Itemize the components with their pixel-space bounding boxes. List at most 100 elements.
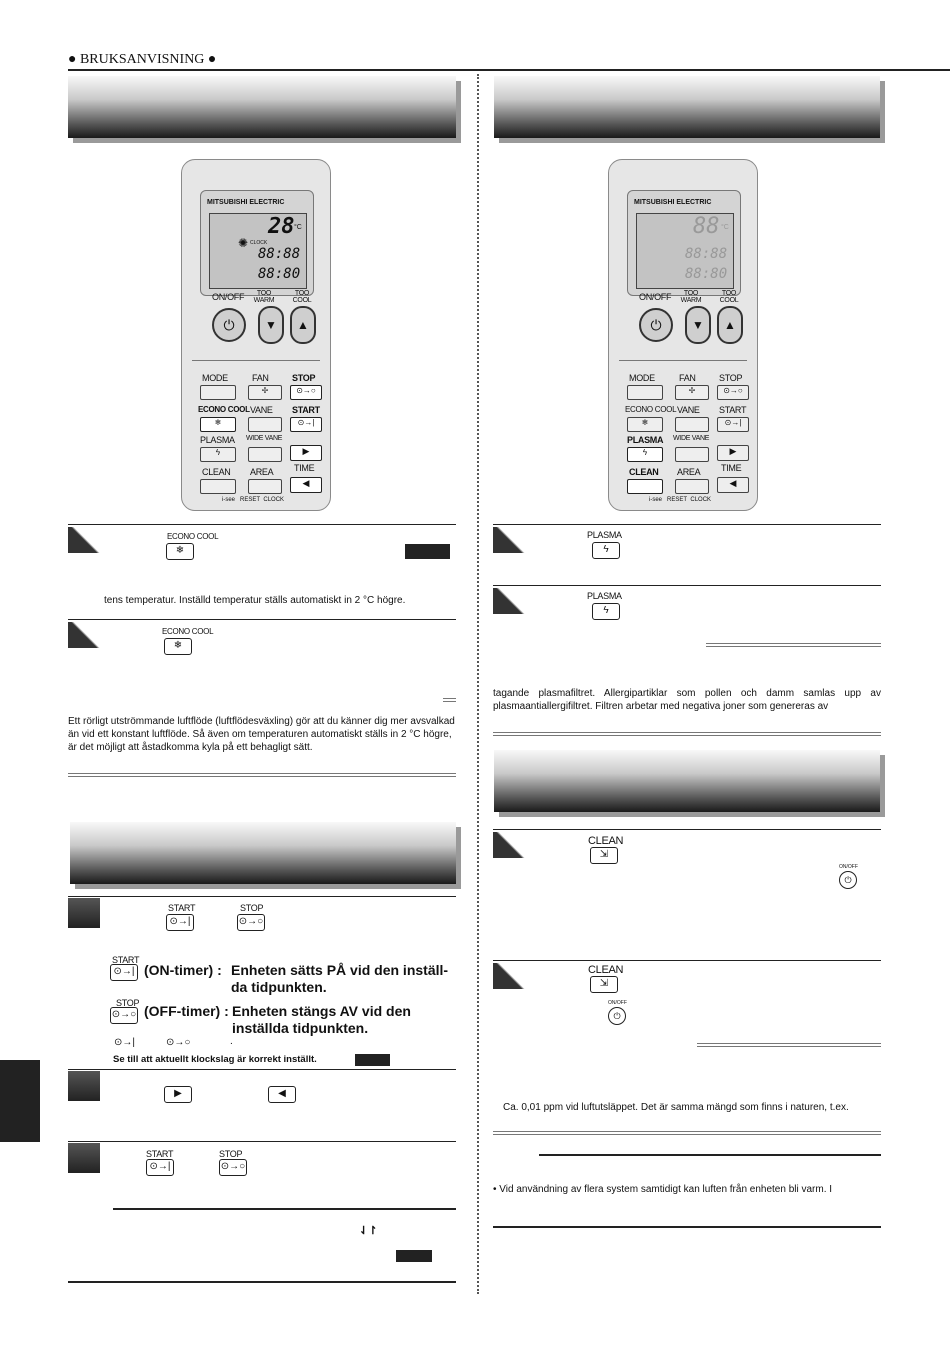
mode-button[interactable] (627, 385, 663, 400)
onoff-button[interactable]: ⏻ (639, 308, 673, 342)
area-button[interactable] (248, 479, 282, 494)
clean-btn-caption-1: CLEAN (588, 835, 624, 847)
clean-btn-icon-1: ⇲ (590, 847, 618, 864)
wide-vane-label: WIDE VANE (673, 435, 710, 442)
header-rule (68, 69, 950, 71)
clock-label: CLOCK (690, 497, 712, 503)
mode-label: MODE (202, 373, 228, 383)
isee-label: i-see (222, 497, 236, 503)
double-rule (697, 1043, 881, 1047)
remote-display-panel: MITSUBISHI ELECTRIC 28 °C CLOCK 88:88 88… (200, 190, 314, 296)
lcd-temperature: 88 (693, 214, 720, 239)
rule (493, 1226, 881, 1228)
remote-brand: MITSUBISHI ELECTRIC (207, 199, 285, 206)
section-title-plasma (494, 76, 880, 138)
time-back-button[interactable]: ◀ (717, 477, 749, 493)
econo-cool-btn-caption: ECONO COOL (167, 532, 219, 541)
fan-button[interactable]: ✢ (675, 385, 709, 400)
plasma-description: tagande plasmafiltret. Allergipartiklar … (493, 688, 881, 712)
timer-symbol-start: ⊙→| (114, 1037, 135, 1048)
rule (493, 524, 881, 525)
plasma-button[interactable]: ϟ (200, 447, 236, 462)
on-timer-icon: ⊙→| (110, 964, 138, 981)
mode-button[interactable] (200, 385, 236, 400)
vane-button[interactable] (675, 417, 709, 432)
on-timer-label: (ON-timer) : (144, 962, 222, 978)
rule (68, 524, 456, 525)
lcd-unit: °C (294, 224, 302, 231)
clean-button[interactable] (627, 479, 663, 494)
stop-label: STOP (292, 373, 316, 383)
time-forward-button[interactable]: ▶ (717, 445, 749, 461)
rule (68, 619, 456, 620)
plasma-btn-caption-1: PLASMA (587, 530, 622, 540)
lcd-time-2: 88:80 (685, 266, 728, 282)
clean-button[interactable] (200, 479, 236, 494)
clean-btn-caption-2: CLEAN (588, 964, 624, 976)
page-header: ● BRUKSANVISNING ● (68, 52, 217, 67)
plasma-btn-icon-2: ϟ (592, 603, 620, 620)
section-title-timer (70, 822, 456, 884)
remote-button-panel: MODE FAN ✢ STOP ⊙→○ ECONO COOL ❄ VANE ST… (619, 360, 749, 501)
clock-label: CLOCK (263, 497, 285, 503)
plasma-label: PLASMA (200, 435, 235, 445)
remote-brand: MITSUBISHI ELECTRIC (634, 199, 712, 206)
econo-cool-label: ECONO COOL (625, 405, 677, 414)
clean-label: CLEAN (202, 467, 231, 477)
onoff-button[interactable]: ⏻ (212, 308, 246, 342)
econo-cool-button[interactable]: ❄ (200, 417, 236, 432)
remote-footer-labels: i-see RESET CLOCK (649, 497, 711, 503)
area-button[interactable] (675, 479, 709, 494)
rule (493, 960, 881, 961)
temp-up-button[interactable]: ▲ (717, 306, 743, 344)
temp-down-button[interactable]: ▼ (258, 306, 284, 344)
econo-description: Ett rörligt utströmmande luftflöde (luft… (68, 716, 455, 753)
time-back-button[interactable]: ◀ (290, 477, 322, 493)
stop-button[interactable]: ⊙→○ (290, 385, 322, 400)
off-timer-stop-caption: STOP (116, 998, 140, 1008)
start-button[interactable]: ⊙→| (717, 417, 749, 432)
double-rule (68, 773, 456, 777)
temp-up-button[interactable]: ▲ (290, 306, 316, 344)
wide-vane-button[interactable] (675, 447, 709, 462)
start-btn-icon-3: ⊙→| (146, 1159, 174, 1176)
section-title-clean (494, 750, 880, 812)
step-marker-timer-3 (68, 1143, 100, 1173)
rule (68, 1281, 456, 1283)
stop-btn-caption: STOP (240, 903, 264, 913)
plasma-btn-caption-2: PLASMA (587, 591, 622, 601)
fan-label: FAN (679, 373, 696, 383)
step-marker-2 (68, 622, 100, 648)
econo-cool-button[interactable]: ❄ (627, 417, 663, 432)
too-warm-label: TOO WARM (253, 290, 275, 304)
start-btn-icon: ⊙→| (166, 914, 194, 931)
rule (68, 1069, 456, 1070)
rule (493, 829, 881, 830)
time-forward-button[interactable]: ▶ (290, 445, 322, 461)
step-marker-plasma-2 (493, 588, 525, 614)
stop-button[interactable]: ⊙→○ (717, 385, 749, 400)
time-label: TIME (721, 463, 742, 473)
clock-note: Se till att aktuellt klockslag är korrek… (113, 1054, 317, 1065)
econo-step1-text: tens temperatur. Inställd temperatur stä… (104, 595, 406, 606)
rule (68, 896, 456, 897)
fan-label: FAN (252, 373, 269, 383)
lcd-time-2: 88:80 (258, 266, 301, 282)
timer-symbol-stop: ⊙→○ (166, 1037, 191, 1048)
plasma-btn-icon-1: ϟ (592, 542, 620, 559)
plasma-button[interactable]: ϟ (627, 447, 663, 462)
econo-cool-btn-icon: ❄ (166, 543, 194, 560)
start-button[interactable]: ⊙→| (290, 417, 322, 432)
area-label: AREA (250, 467, 274, 477)
temp-down-button[interactable]: ▼ (685, 306, 711, 344)
wide-vane-button[interactable] (248, 447, 282, 462)
off-timer-label: (OFF-timer) : (144, 1003, 229, 1019)
black-tag (355, 1054, 390, 1066)
fan-button[interactable]: ✢ (248, 385, 282, 400)
econo-cool-label: ECONO COOL (198, 405, 250, 414)
remote-control-left: MITSUBISHI ELECTRIC 28 °C CLOCK 88:88 88… (181, 159, 331, 511)
lcd-temperature: 28 (268, 214, 295, 239)
lcd-screen: 88 °C 88:88 88:80 (636, 213, 734, 289)
vane-button[interactable] (248, 417, 282, 432)
econo-cool-btn-icon-2: ❄ (164, 638, 192, 655)
